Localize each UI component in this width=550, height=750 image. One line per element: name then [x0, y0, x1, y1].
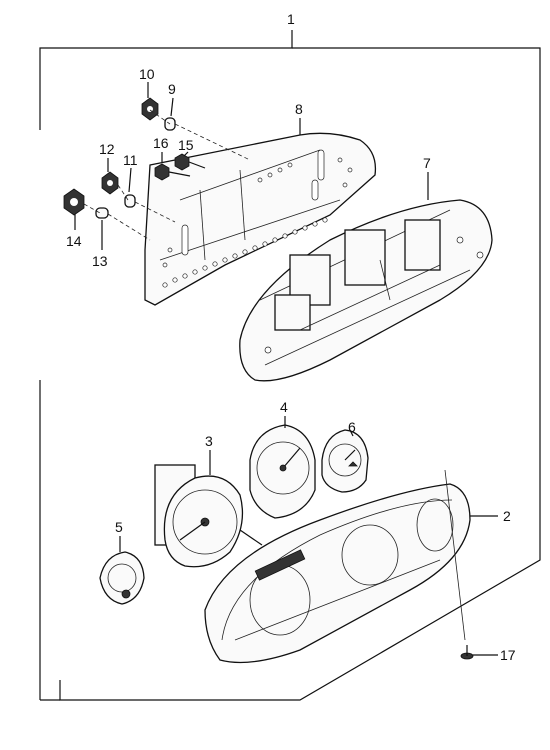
callout-9: 9: [168, 81, 176, 97]
dashed-leaders: [83, 109, 251, 241]
callout-3: 3: [205, 433, 213, 449]
screw-17: [444, 469, 474, 660]
callout-2: 2: [503, 508, 511, 524]
assembly-boundary: [39, 30, 541, 701]
fuel-gauge-6: [321, 429, 369, 493]
tachometer: [249, 424, 316, 519]
pcb-holes: [162, 157, 353, 288]
bulb-11: [124, 194, 136, 208]
screw-16: [154, 163, 191, 181]
bulb-socket-14: [63, 188, 85, 216]
callout-6: 6: [348, 419, 356, 435]
callout-7: 7: [423, 155, 431, 171]
speedometer: [154, 464, 263, 568]
callout-5: 5: [115, 519, 123, 535]
callout-13: 13: [92, 253, 108, 269]
screw-15: [174, 153, 206, 171]
callout-11: 11: [123, 152, 138, 168]
printed-circuit-board: [144, 132, 377, 306]
callout-1: 1: [287, 11, 295, 27]
callout-16: 16: [153, 135, 169, 151]
bulb-13: [95, 207, 109, 219]
callout-4: 4: [280, 399, 288, 415]
leader-lines: [74, 82, 498, 656]
rear-housing: [239, 199, 493, 382]
bulb-socket-10: [141, 97, 159, 121]
callout-labels: 1 2 3 4 5 6 7 8 9 10 11 12 13 14 15 16 1…: [66, 11, 516, 663]
callout-8: 8: [295, 101, 303, 117]
callout-14: 14: [66, 233, 82, 249]
bulb-socket-12: [101, 171, 119, 195]
callout-10: 10: [139, 66, 155, 82]
callout-15: 15: [178, 137, 194, 153]
callout-17: 17: [500, 647, 516, 663]
small-gauge-5: [99, 551, 145, 605]
front-cover: [204, 483, 471, 664]
callout-12: 12: [99, 141, 115, 157]
